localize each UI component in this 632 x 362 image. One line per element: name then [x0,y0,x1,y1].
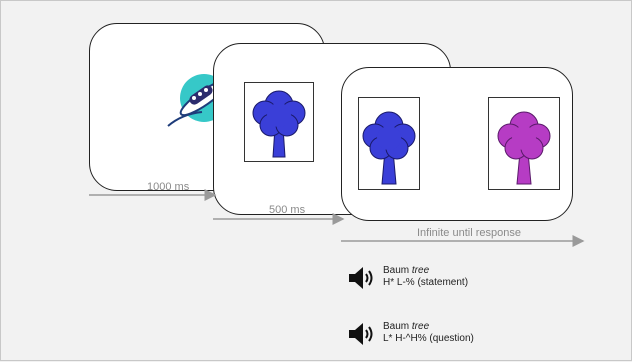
duration-label-preview: 500 ms [269,204,306,216]
audio-question: Baum tree L* H-^H% (question) [347,321,474,347]
audio-contour: H* L-% (statement) [383,277,469,288]
audio-contour: L* H-^H% (question) [383,333,474,344]
tree-icon [362,111,416,185]
tree-icon [252,90,306,158]
image-frame [244,82,314,162]
image-frame-left [358,97,420,190]
response-screen [341,67,573,221]
duration-label-response: Infinite until response [417,227,521,239]
speaker-icon [349,267,373,289]
duration-label-fixation: 1000 ms [147,181,190,193]
speaker-icon [349,323,373,345]
audio-gloss: tree [411,321,430,332]
tree-icon [497,111,551,185]
audio-word: Baum [383,321,410,332]
audio-word: Baum [383,265,410,276]
audio-gloss: tree [411,265,430,276]
image-frame-right [488,97,560,190]
audio-statement: Baum tree H* L-% (statement) [347,265,468,291]
